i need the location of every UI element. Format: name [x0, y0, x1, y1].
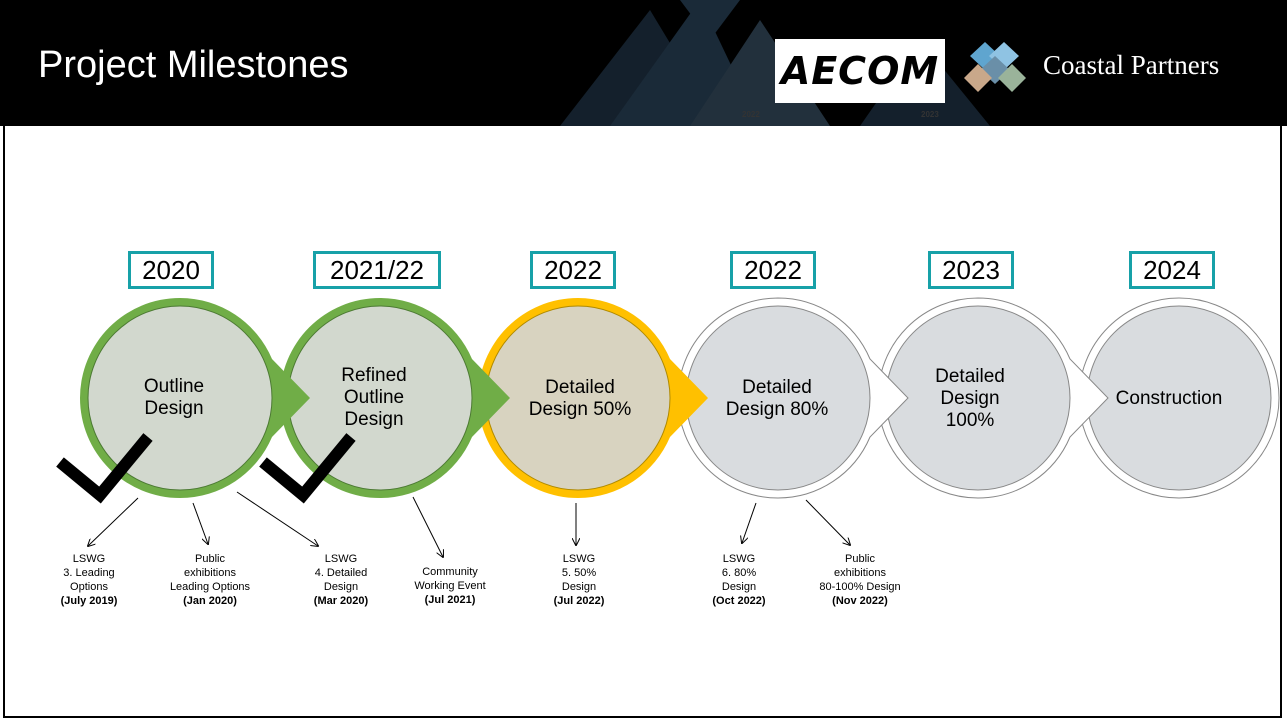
event-note-date: (Jul 2021): [424, 594, 476, 606]
event-note-date: (Mar 2020): [313, 595, 369, 607]
milestone-label-6: Construction: [1115, 388, 1223, 409]
event-note-7: Public exhibitions 80-100% Design (Nov 2…: [795, 552, 925, 608]
event-arrow: [88, 497, 139, 546]
milestone-label-5: Detailed Design 100%: [935, 366, 1005, 431]
event-note-line: Design: [721, 581, 757, 593]
milestone-label-1: Outline Design: [143, 376, 205, 419]
milestone-5-shape: [877, 297, 1109, 499]
event-note-line: Community: [422, 566, 478, 578]
checkmark-icon: [56, 433, 153, 504]
event-note-line: Public: [195, 553, 225, 565]
header-faint-year-2: 2023: [921, 110, 939, 119]
event-note-5: LSWG 5. 50% Design (Jul 2022): [514, 552, 644, 608]
event-note-line: Working Event: [414, 580, 486, 592]
milestone-6-shape: [1078, 297, 1280, 499]
event-arrow: [236, 491, 318, 546]
aecom-logo-text: AECOM: [780, 49, 940, 93]
event-note-3: LSWG 4. Detailed Design (Mar 2020): [276, 552, 406, 608]
coastal-partners-logo-icon: [964, 42, 1026, 92]
milestone-1-shape: [80, 298, 310, 498]
year-label-3: 2022: [530, 251, 616, 289]
year-label-2: 2021/22: [313, 251, 441, 289]
milestone-label-4: Detailed Design 80%: [725, 377, 829, 420]
event-note-4: Community Working Event (Jul 2021): [385, 565, 515, 607]
event-arrow: [192, 502, 208, 544]
page-title: Project Milestones: [38, 44, 349, 86]
checkmark-icon: [259, 433, 356, 504]
event-note-line: Design: [323, 581, 359, 593]
event-note-line: LSWG: [722, 553, 756, 565]
milestone-4-shape: [677, 297, 909, 499]
header-bar: Project Milestones 2022 2023 AECOM Coast…: [0, 0, 1287, 126]
event-note-date: (July 2019): [60, 595, 118, 607]
event-note-line: 6. 80%: [721, 567, 757, 579]
event-note-line: LSWG: [324, 553, 358, 565]
aecom-logo: AECOM: [775, 39, 945, 103]
year-label-4: 2022: [730, 251, 816, 289]
event-note-date: (Nov 2022): [832, 595, 888, 607]
event-note-date: (Jul 2022): [553, 595, 605, 607]
milestone-label-2: Refined Outline Design: [341, 365, 407, 430]
event-note-line: 80-100% Design: [819, 581, 901, 593]
event-note-line: exhibitions: [184, 567, 236, 579]
milestone-label-3: Detailed Design 50%: [528, 377, 632, 420]
event-arrow: [412, 496, 443, 557]
event-note-line: 3. Leading: [63, 567, 115, 579]
year-label-5: 2023: [928, 251, 1014, 289]
event-arrow: [742, 502, 757, 543]
event-note-6: LSWG 6. 80% Design (Oct 2022): [674, 552, 804, 608]
event-note-line: Public: [845, 553, 875, 565]
event-note-line: LSWG: [72, 553, 106, 565]
milestone-3-shape: [478, 298, 708, 498]
event-note-line: Design: [561, 581, 597, 593]
event-note-line: 4. Detailed: [314, 567, 368, 579]
event-note-date: (Oct 2022): [712, 595, 766, 607]
event-note-line: 5. 50%: [561, 567, 597, 579]
year-label-6: 2024: [1129, 251, 1215, 289]
header-faint-year-1: 2022: [742, 110, 760, 119]
content-frame: [3, 126, 1282, 718]
event-note-line: LSWG: [562, 553, 596, 565]
event-note-line: Leading Options: [169, 581, 251, 593]
event-note-line: Options: [70, 581, 108, 593]
event-note-line: exhibitions: [834, 567, 886, 579]
coastal-partners-logo-text: Coastal Partners: [1043, 50, 1220, 80]
event-arrow: [805, 499, 850, 545]
year-label-1: 2020: [128, 251, 214, 289]
event-note-date: (Jan 2020): [183, 595, 237, 607]
event-note-1: LSWG 3. Leading Options (July 2019): [24, 552, 154, 608]
event-note-2: Public exhibitions Leading Options (Jan …: [145, 552, 275, 608]
